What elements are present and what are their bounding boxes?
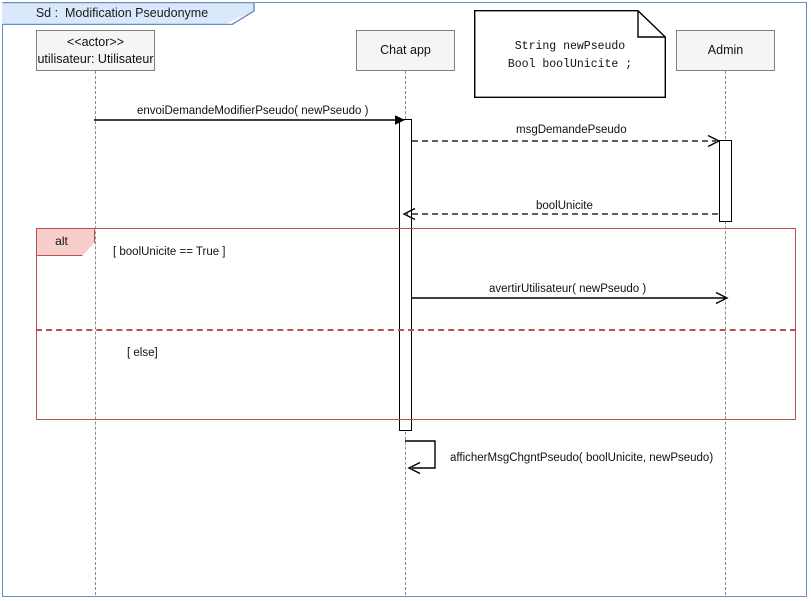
message-label-m5: afficherMsgChgntPseudo( boolUnicite, new…: [450, 452, 714, 464]
combined-fragment-operator-label: alt: [55, 234, 68, 248]
declarations-note: String newPseudo Bool boolUnicite ;: [474, 10, 666, 98]
lifeline-stereotype-utilisateur: <<actor>>: [67, 34, 124, 49]
message-arrow-m4: [411, 290, 731, 311]
message-label-m2: msgDemandePseudo: [516, 124, 627, 136]
message-arrow-m2: [411, 133, 723, 154]
message-label-m4: avertirUtilisateur( newPseudo ): [489, 283, 647, 295]
lifeline-head-utilisateur[interactable]: <<actor>> utilisateur: Utilisateur: [36, 30, 155, 71]
lifeline-label-chatapp: Chat app: [380, 43, 431, 58]
note-line-2: Bool boolUnicite ;: [507, 58, 633, 71]
combined-fragment-divider: [36, 329, 796, 331]
message-label-m1: envoiDemandeModifierPseudo( newPseudo ): [137, 105, 369, 117]
activation-bar-admin: [719, 140, 732, 222]
guard-condition-2: [ else]: [127, 347, 158, 359]
lifeline-head-admin[interactable]: Admin: [676, 30, 775, 71]
combined-fragment-alt: [36, 228, 796, 420]
activation-bar-chatapp: [399, 119, 412, 431]
message-arrow-m3: [400, 206, 722, 227]
lifeline-line-utilisateur: [95, 71, 96, 595]
lifeline-label-admin: Admin: [707, 43, 744, 58]
lifeline-label-utilisateur: utilisateur: Utilisateur: [37, 51, 154, 66]
guard-condition-1: [ boolUnicite == True ]: [113, 246, 226, 258]
note-line-1: String newPseudo: [514, 39, 626, 53]
lifeline-line-admin: [725, 71, 726, 595]
message-arrow-m1: [93, 112, 408, 133]
page-title: Sd : Modification Pseudonyme: [35, 6, 209, 20]
message-arrow-m5: [398, 436, 450, 483]
combined-fragment-operator-tag: alt: [36, 228, 95, 256]
message-label-m3: boolUnicite: [536, 200, 593, 212]
lifeline-head-chatapp[interactable]: Chat app: [356, 30, 455, 71]
note-body: String newPseudo Bool boolUnicite ;: [474, 10, 666, 98]
